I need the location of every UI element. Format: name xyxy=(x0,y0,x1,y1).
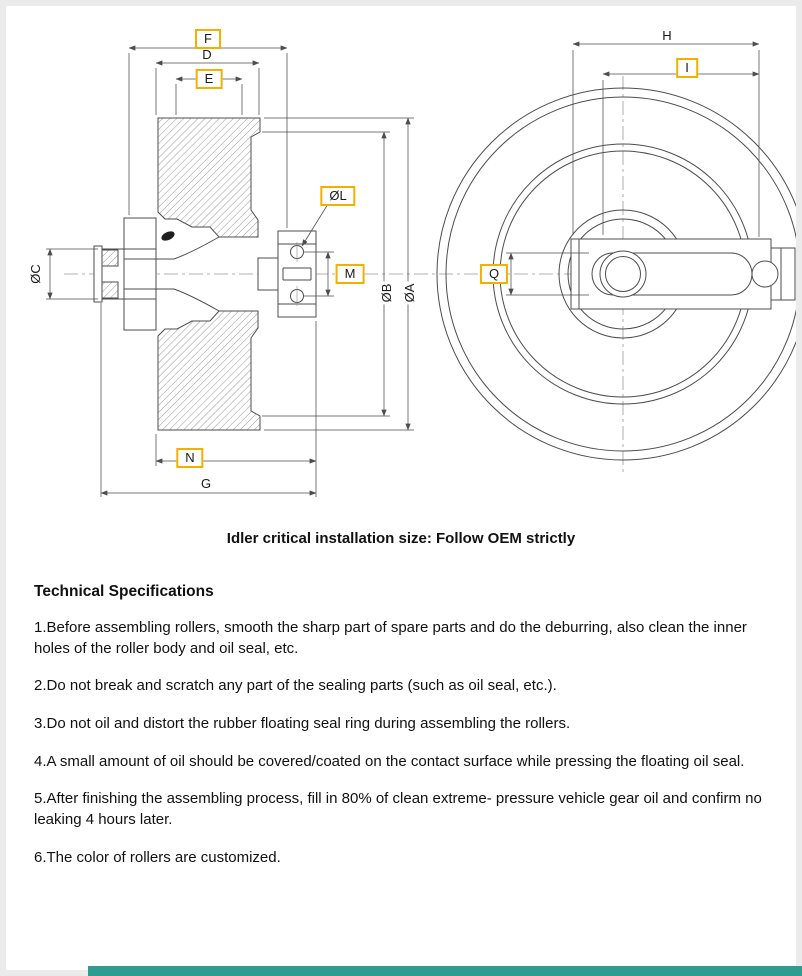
drawing-canvas xyxy=(46,41,796,497)
dim-label-n: N xyxy=(176,448,204,468)
dim-label-f: F xyxy=(195,29,221,49)
idler-technical-drawing: F D E ØL ØC M ØB ØA N G H I Q xyxy=(6,6,796,516)
dim-label-g: G xyxy=(200,476,212,491)
drawing-caption: Idler critical installation size: Follow… xyxy=(226,530,576,547)
spec-item-6: 6.The color of rollers are customized. xyxy=(34,848,281,866)
spec-item-2: 2.Do not break and scratch any part of t… xyxy=(34,677,557,695)
spec-item-5: 5.After finishing the assembling process… xyxy=(34,790,762,829)
dim-label-m: M xyxy=(335,264,365,284)
specs-heading: Technical Specifications xyxy=(34,583,214,600)
specs-section: Technical Specifications 1.Before assemb… xyxy=(6,583,796,869)
spec-item-4: 4.A small amount of oil should be covere… xyxy=(34,752,745,770)
cross-section-view xyxy=(46,45,414,497)
spec-item-1: 1.Before assembling rollers, smooth the … xyxy=(34,619,747,657)
spec-item-3: 3.Do not oil and distort the rubber floa… xyxy=(34,715,571,733)
dim-label-ob: ØB xyxy=(379,281,395,305)
dim-label-d: D xyxy=(202,47,212,62)
dim-label-e: E xyxy=(195,69,223,89)
dim-label-oc: ØC xyxy=(28,262,44,286)
dim-label-h: H xyxy=(662,28,672,43)
dim-label-oa: ØA xyxy=(402,281,418,305)
dim-label-q: Q xyxy=(479,264,509,284)
accent-bar xyxy=(88,966,802,976)
dim-label-i: I xyxy=(676,58,698,78)
front-view xyxy=(436,41,796,472)
dim-label-ol: ØL xyxy=(320,186,356,206)
